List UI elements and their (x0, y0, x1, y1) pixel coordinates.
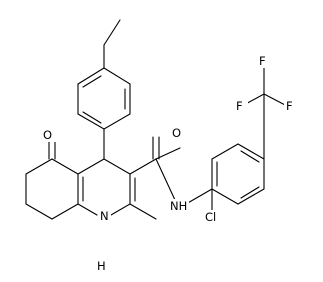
ethyl-group (103, 19, 121, 69)
fluorine-left-label: F (236, 99, 243, 113)
dihydropyridine-ring (77, 128, 136, 216)
ring-nh-h-label: H (97, 259, 106, 273)
oxygen-amide-label: O (172, 126, 181, 140)
cyclohexenone-ring (25, 136, 79, 220)
ring-nh-n-label: N (100, 209, 109, 223)
atom-labels: O O NH H N Cl F F F (41, 54, 298, 273)
amide-group (129, 136, 181, 201)
trifluoromethyl-chlorophenyl-ring (185, 143, 265, 205)
amide-nh-label: NH (170, 199, 187, 213)
methyl-bond (129, 203, 157, 220)
fluorine-top-label: F (259, 54, 266, 68)
oxygen-ketone-label: O (43, 128, 52, 142)
chlorine-label: Cl (205, 210, 216, 224)
phenyl-ring (77, 67, 131, 130)
cf3-group (241, 67, 288, 160)
fluorine-right-label: F (286, 99, 293, 113)
